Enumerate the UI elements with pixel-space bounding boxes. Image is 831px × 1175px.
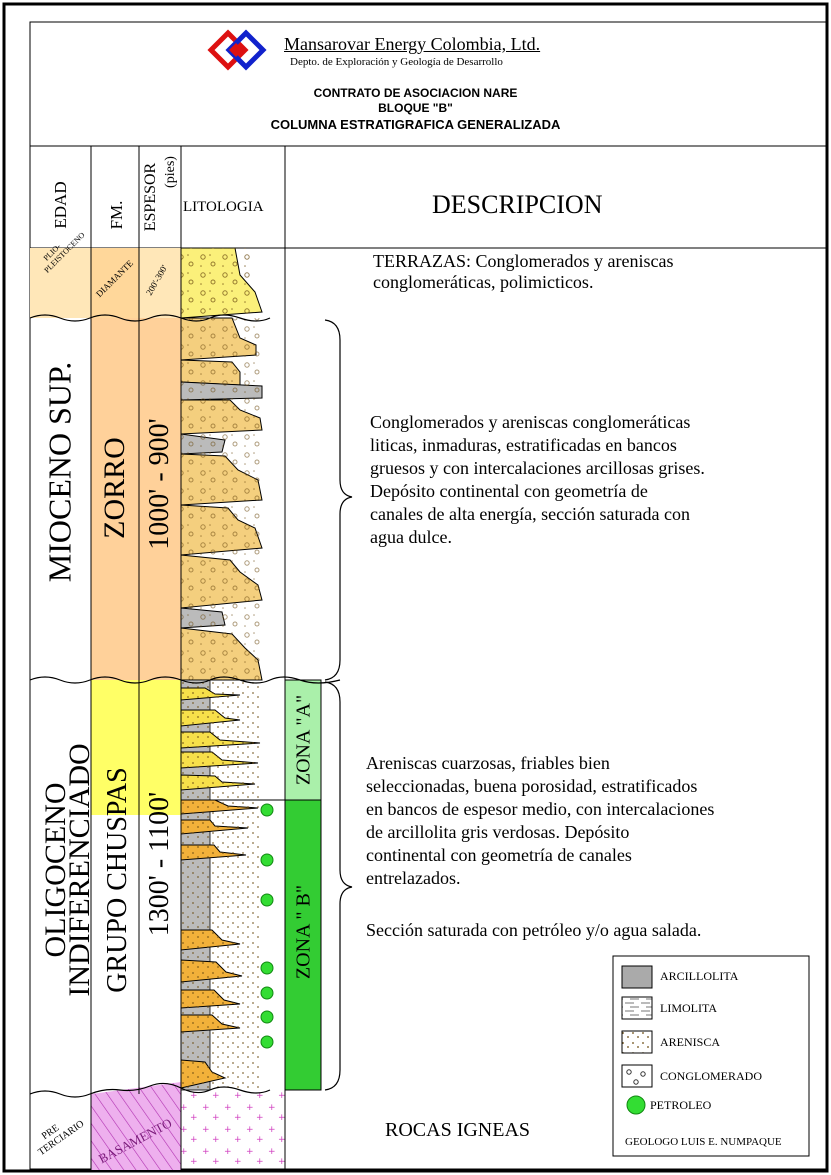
company-name: Mansarovar Energy Colombia, Ltd.	[284, 34, 541, 54]
desc-zorro-line: Depósito continental con geometría de	[370, 481, 648, 501]
zona-a-band	[284, 679, 322, 801]
oil-markers	[260, 803, 274, 1049]
desc-chuspas-line: seleccionadas, buena porosidad, estratif…	[366, 776, 698, 796]
contact-olig-pre	[29, 1082, 271, 1098]
legend-box	[612, 955, 810, 1157]
zona-a-label: ZONA "A"	[292, 694, 315, 786]
col-header-descripcion: DESCRIPCION	[432, 190, 603, 219]
legend-limolita-label: LIMOLITA	[660, 1001, 718, 1015]
oligoceno-lithology	[180, 679, 261, 1091]
company-logo	[207, 29, 267, 71]
legend-arenisca-swatch	[621, 1030, 653, 1054]
zona-b-band	[284, 799, 322, 1091]
desc-chuspas-line: continental con geometría de canales	[366, 845, 632, 865]
olig-fm-band3	[91, 680, 139, 815]
col-header-espesor-unit: (pies)	[163, 156, 178, 188]
olig-esp-band	[139, 680, 181, 815]
legend-conglomerado-label: CONGLOMERADO	[660, 1069, 762, 1083]
desc-zorro-line: liticas, inmaduras, estratificadas en ba…	[370, 435, 677, 455]
mioceno-edad-label: MIOCENO SUP.	[41, 361, 78, 583]
olig-fm-label: GRUPO CHUSPAS	[102, 767, 133, 993]
mioceno-lithology	[180, 317, 285, 681]
desc-chuspas-line: entrelazados.	[366, 868, 461, 888]
brace-zorro	[324, 319, 353, 681]
legend-arcillolita-swatch	[621, 965, 653, 989]
legend-arenisca-label: ARENISCA	[660, 1035, 721, 1049]
legend-arcillolita-label: ARCILLOLITA	[660, 969, 739, 983]
mioceno-fm-label: ZORRO	[98, 437, 131, 539]
legend-petroleo-label: PETROLEO	[650, 1098, 712, 1112]
plio-esp-band	[139, 248, 181, 318]
brace-chuspas	[324, 681, 353, 1091]
header-title-3: COLUMNA ESTRATIGRAFICA GENERALIZADA	[270, 117, 561, 132]
olig-espesor-label: 1300' - 1100'	[144, 791, 175, 937]
basamento-hatch	[91, 1082, 181, 1170]
zona-b-label: ZONA " B"	[292, 884, 315, 980]
mioceno-fm-band	[91, 318, 139, 680]
desc-zorro-line: Conglomerados y areniscas conglomerática…	[370, 412, 691, 432]
desc-chuspas-line: de arcillolita gris verdosas. Depósito	[366, 822, 630, 842]
desc-zorro: Conglomerados y areniscas conglomerática…	[370, 411, 705, 549]
col-header-litologia: LITOLOGIA	[183, 199, 264, 215]
desc-zorro-line: gruesos y con intercalaciones arcillosas…	[370, 458, 705, 478]
legend-conglomerado-swatch	[621, 1064, 653, 1088]
desc-chuspas-line: en bancos de espesor medio, con intercal…	[366, 799, 715, 819]
desc-zorro-line: agua dulce.	[370, 527, 452, 547]
legend-petroleo-swatch	[626, 1095, 646, 1115]
header-title-1: CONTRATO DE ASOCIACION NARE	[313, 86, 518, 100]
col-header-edad: EDAD	[51, 181, 70, 229]
contact-mio-olig	[29, 676, 341, 684]
department-name: Depto. de Exploración y Geología de Desa…	[290, 56, 503, 68]
desc-zorro-line: canales de alta energía, sección saturad…	[370, 504, 691, 524]
plio-edad-band	[30, 248, 91, 318]
inner-frame	[29, 21, 827, 1170]
basement-igneous	[181, 1090, 285, 1170]
legend-limolita-swatch	[621, 996, 653, 1020]
desc-terrazas-line: TERRAZAS: Conglomerados y areniscas	[373, 251, 674, 271]
desc-terrazas: TERRAZAS: Conglomerados y areniscas cong…	[373, 251, 673, 293]
desc-saturada: Sección saturada con petróleo y/o agua s…	[366, 920, 702, 940]
mioceno-esp-band	[139, 318, 181, 680]
desc-igneas: ROCAS IGNEAS	[385, 1119, 531, 1141]
header-title-2: BLOQUE "B"	[378, 101, 453, 115]
geologist-credit: GEOLOGO LUIS E. NUMPAQUE	[625, 1136, 782, 1148]
mioceno-espesor-label: 1000' - 900'	[144, 418, 175, 550]
contact-plio-mio	[29, 314, 271, 322]
olig-edad-label-2: INDIFERENCIADO	[63, 743, 96, 997]
desc-terrazas-line: conglomeráticas, polimicticos.	[373, 272, 594, 292]
desc-chuspas-line: Areniscas cuarzosas, friables bien	[366, 753, 610, 773]
plio-fm-band	[91, 248, 139, 318]
col-header-fm: FM.	[107, 200, 126, 230]
col-header-espesor: ESPESOR	[142, 162, 159, 232]
desc-chuspas: Areniscas cuarzosas, friables bien selec…	[366, 752, 714, 890]
